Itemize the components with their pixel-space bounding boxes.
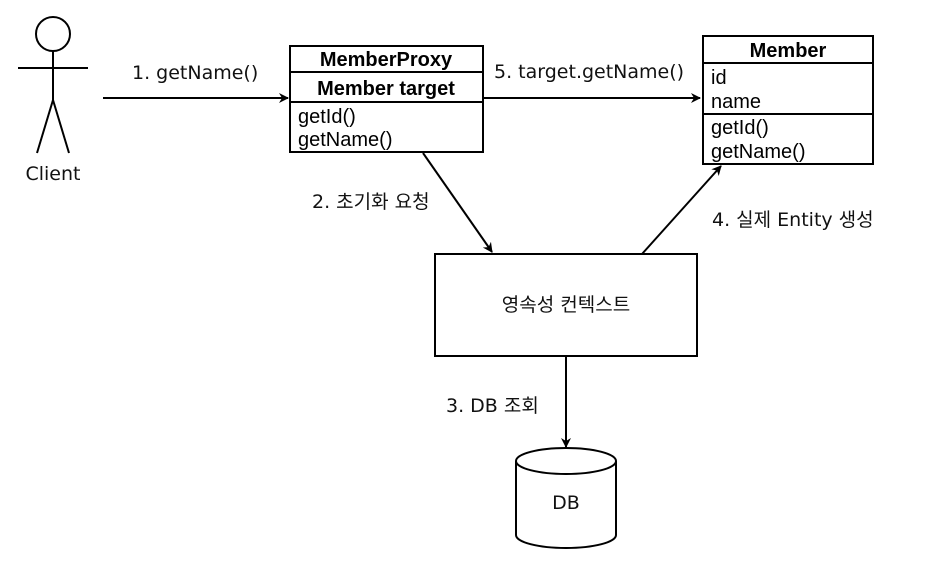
member-class-title: Member <box>750 40 827 62</box>
arrow-step2 <box>422 152 493 253</box>
db-label: DB <box>552 492 580 514</box>
member-field-id: id <box>711 67 727 89</box>
step2-label: 2. 초기화 요청 <box>312 191 430 213</box>
member-method-getname: getName() <box>711 141 805 163</box>
proxy-target-field: Member target <box>317 78 455 100</box>
proxy-box <box>289 45 484 153</box>
actor-left-leg <box>36 99 54 154</box>
member-field-name: name <box>711 91 761 113</box>
arrow-step4 <box>641 165 722 255</box>
persistence-context-box <box>434 253 698 357</box>
step5-label: 5. target.getName() <box>494 61 684 83</box>
step1-label: 1. getName() <box>132 62 258 84</box>
actor-right-leg <box>52 99 70 154</box>
step3-label: 3. DB 조회 <box>446 395 539 417</box>
persistence-context-label: 영속성 컨텍스트 <box>502 294 630 316</box>
db-body <box>515 461 617 549</box>
database-cylinder: DB <box>515 447 617 549</box>
db-top <box>515 447 617 475</box>
persistence-context: 영속성 컨텍스트 <box>434 253 698 357</box>
member-method-getid: getId() <box>711 117 769 139</box>
actor-head <box>35 16 71 52</box>
client-actor: Client <box>18 16 88 185</box>
member-box <box>702 35 874 165</box>
actor-label: Client <box>25 163 80 185</box>
proxy-method-getname: getName() <box>298 129 392 151</box>
proxy-method-getid: getId() <box>298 106 356 128</box>
step4-label: 4. 실제 Entity 생성 <box>712 209 874 231</box>
proxy-class-title: MemberProxy <box>320 49 453 71</box>
member-class: Member id name getId() getName() <box>702 35 874 165</box>
member-proxy-class: MemberProxy Member target getId() getNam… <box>289 45 484 153</box>
